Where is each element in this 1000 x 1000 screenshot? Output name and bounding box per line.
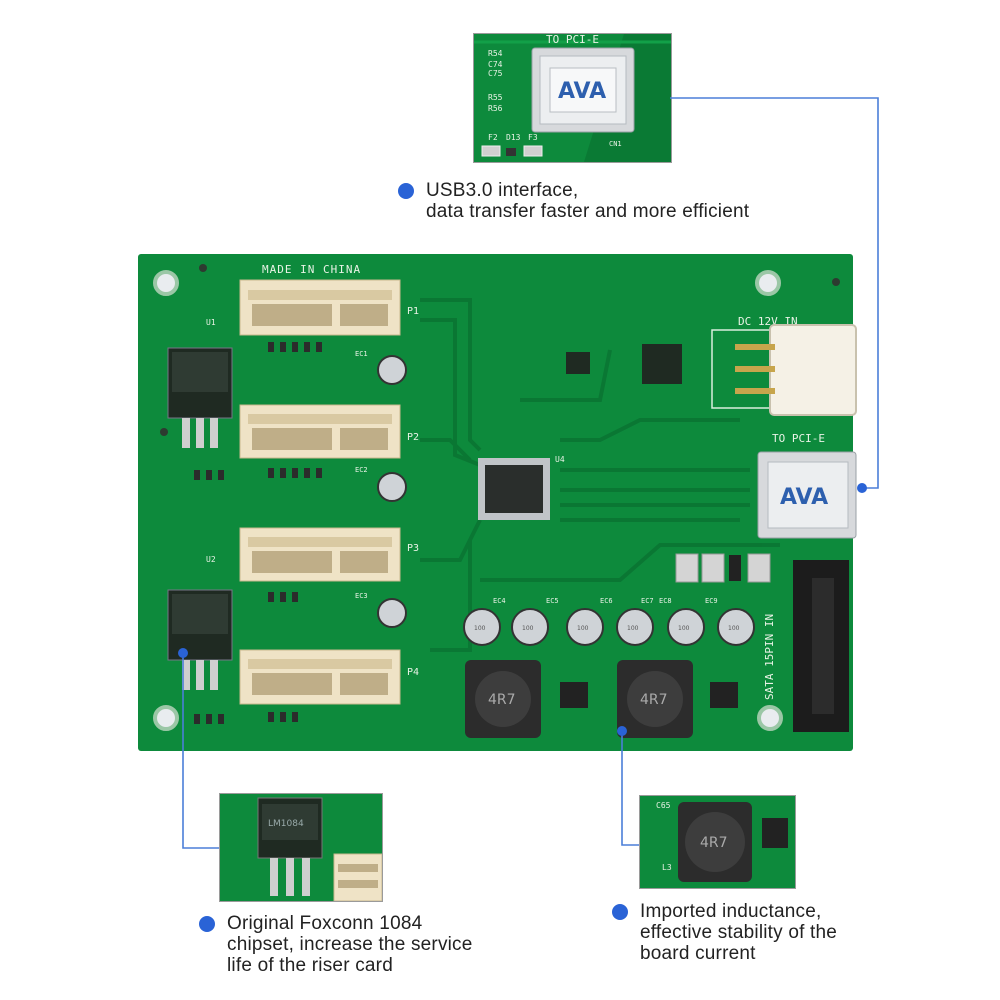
inductor-inset-ref: C65 [656,801,671,810]
chip-ref: U4 [555,455,565,464]
usb-inset: TO PCI-E R54 C74 C75 R55 R56 AVA F2 D13 … [473,33,672,163]
leader-dot [617,726,627,736]
sata-label: SATA 15PIN IN [763,614,776,700]
inductor-marking: 4R7 [700,835,728,851]
cap-ref: EC2 [355,466,368,474]
controller-chip [478,458,550,520]
pcie-slot-p1 [239,279,401,336]
pcie-slot-p2 [239,404,401,459]
slot-label-p1: P1 [407,306,419,317]
regulator-inset-image: LM1084 [220,794,382,901]
svg-text:4R7: 4R7 [488,692,516,708]
usb-inset-ref: F2 [488,133,498,142]
usb-inset-ref: R55 [488,93,503,102]
pcie-slot-p4 [239,649,401,705]
slot-label-p2: P2 [407,432,419,443]
svg-text:100: 100 [678,625,690,632]
inductance-callout-text: Imported inductance, effective stability… [640,901,838,964]
inductor-inset-image: C65 L3 4R7 [640,796,795,888]
leader-dot [857,483,867,493]
cap-ref: EC9 [705,597,718,605]
svg-text:100: 100 [627,625,639,632]
inductor-inset-ref: L3 [662,863,672,872]
leader-dot [178,648,188,658]
inductor-l2 [566,352,590,374]
chipset-callout: Original Foxconn 1084 chipset, increase … [199,913,473,976]
usb-inset-ref: F3 [528,133,538,142]
svg-text:4R7: 4R7 [640,692,668,708]
made-in-label: MADE IN CHINA [262,263,361,276]
top-regulator [642,344,682,384]
cap-ref: EC8 [659,597,672,605]
cap-ref: EC6 [600,597,613,605]
cap-ref: EC3 [355,592,368,600]
dc-power-connector [711,324,857,416]
bullet-dot-icon [199,916,215,932]
cap-ref: EC1 [355,350,368,358]
cap-ref: EC5 [546,597,559,605]
svg-text:100: 100 [474,625,486,632]
usb-callout: USB3.0 interface, data transfer faster a… [398,180,749,222]
regulator-marking: LM1084 [268,819,304,829]
usb-inset-ref: D13 [506,133,521,142]
voltage-regulator-u2 [167,589,233,690]
svg-text:AVA: AVA [558,79,606,104]
usb3-port: AVA [757,451,857,539]
svg-text:100: 100 [577,625,589,632]
leader-lines [182,97,879,849]
usb-inset-ref: R54 [488,49,503,58]
inductor-inset: C65 L3 4R7 [639,795,796,889]
usb-inset-ref: C75 [488,69,503,78]
usb-inset-ref: CN1 [609,140,622,148]
usb-callout-text: USB3.0 interface, data transfer faster a… [426,180,750,222]
usb-inset-ref: C74 [488,60,503,69]
usb-inset-ref: R56 [488,104,503,113]
slot-label-p4: P4 [407,667,419,678]
sata-power-connector [793,560,849,732]
pcie-slot-p3 [239,527,401,582]
power-inductor-l3: 4R7 [617,660,693,738]
voltage-regulator-u1 [167,347,233,448]
regulator-inset: LM1084 [219,793,383,902]
usb3-connector: AVA [531,47,635,133]
capacitor-markings: 100 100 100 100 100 100 [474,625,740,632]
regulator-ref-u1: U1 [206,318,216,327]
chipset-callout-text: Original Foxconn 1084 chipset, increase … [227,913,473,976]
regulator-ref-u2: U2 [206,555,216,564]
inductance-callout: Imported inductance, effective stability… [612,901,837,964]
svg-text:100: 100 [522,625,534,632]
cap-ref: EC7 [641,597,654,605]
electrolytic-capacitor-row [463,608,755,646]
svg-text:100: 100 [728,625,740,632]
slot-label-p3: P3 [407,543,419,554]
bullet-dot-icon [398,183,414,199]
usb-inset-header: TO PCI-E [546,34,599,46]
cap-ref: EC4 [493,597,506,605]
usb-inset-image: TO PCI-E R54 C74 C75 R55 R56 AVA F2 D13 … [474,34,671,162]
power-inductor-l1: 4R7 [465,660,541,738]
small-electrolytic-capacitors [377,355,407,628]
bullet-dot-icon [612,904,628,920]
svg-text:AVA: AVA [780,485,828,510]
pcie-label: TO PCI-E [772,432,825,445]
